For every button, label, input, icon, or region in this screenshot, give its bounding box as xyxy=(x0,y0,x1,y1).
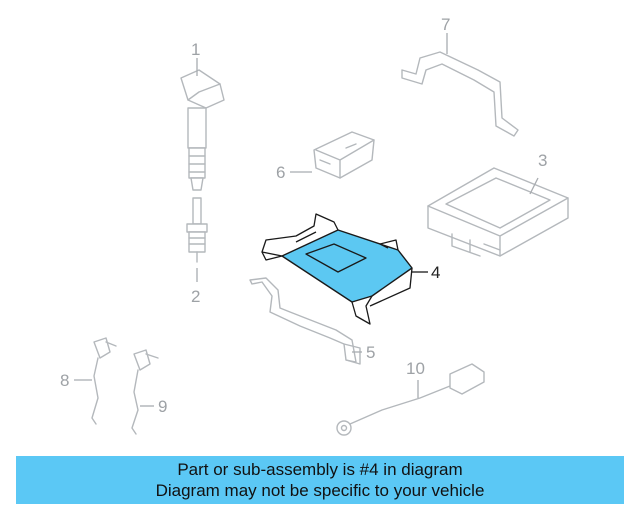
banner-line-2: Diagram may not be specific to your vehi… xyxy=(155,481,485,500)
knock-sensor-part[interactable] xyxy=(336,363,485,436)
callout-6: 6 xyxy=(276,163,285,182)
ecu-part[interactable] xyxy=(427,167,569,257)
callout-3: 3 xyxy=(538,151,547,170)
callout-5: 5 xyxy=(366,343,375,362)
oxygen-sensor-right-part[interactable] xyxy=(131,349,159,435)
spark-plug-part[interactable] xyxy=(186,197,208,263)
ignition-coil-part[interactable] xyxy=(180,69,225,191)
callout-1: 1 xyxy=(191,40,200,59)
ecu-bracket-highlighted-part[interactable] xyxy=(261,213,413,325)
banner-line-1: Part or sub-assembly is #4 in diagram xyxy=(177,460,463,479)
oxygen-sensor-left-part[interactable] xyxy=(91,337,117,425)
callout-4: 4 xyxy=(431,263,440,282)
parts-diagram: 1 2 6 7 3 4 xyxy=(60,15,569,436)
callout-8: 8 xyxy=(60,371,69,390)
sensor-module-part[interactable] xyxy=(313,131,375,179)
info-banner: Part or sub-assembly is #4 in diagram Di… xyxy=(16,456,624,504)
callout-10: 10 xyxy=(406,359,425,378)
callout-2: 2 xyxy=(191,287,200,306)
upper-bracket-part[interactable] xyxy=(401,51,519,137)
lower-bracket-part[interactable] xyxy=(249,277,361,365)
callout-9: 9 xyxy=(158,397,167,416)
callout-7: 7 xyxy=(441,15,450,34)
